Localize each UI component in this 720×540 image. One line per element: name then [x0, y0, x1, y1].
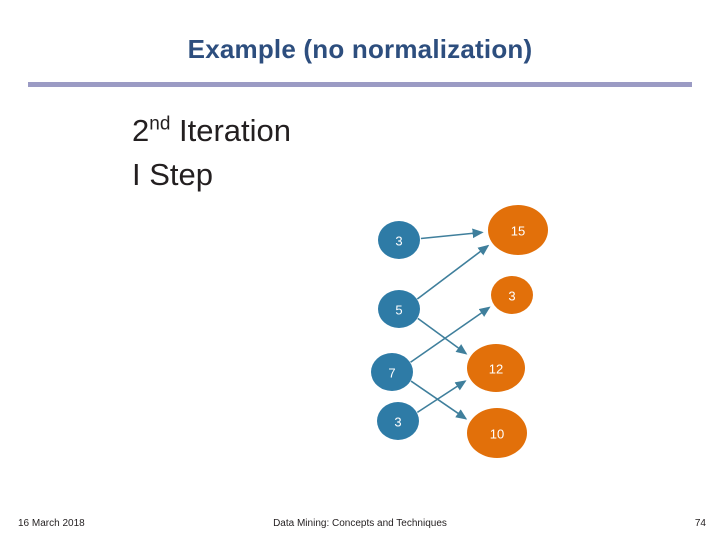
node-label: 5: [395, 303, 402, 318]
diagram-node-right-2: 12: [467, 344, 525, 392]
diagram-node-right-0: 15: [488, 205, 548, 255]
node-shape: [378, 290, 420, 328]
heading-iteration-ordinal-suffix: nd: [149, 113, 171, 135]
node-shape: [377, 402, 419, 440]
node-label: 15: [511, 224, 525, 239]
diagram-node-right-1: 3: [491, 276, 533, 314]
node-label: 7: [388, 366, 395, 381]
footer-center-text: Data Mining: Concepts and Techniques: [273, 518, 447, 529]
footer-page-number: 74: [694, 518, 706, 529]
node-layer: 3 5 7 3 15 3 12 10: [371, 205, 548, 458]
heading-iteration-number: 2: [132, 113, 150, 148]
heading-line-iteration: 2nd Iteration: [132, 112, 291, 150]
diagram-edge: [416, 380, 467, 414]
node-shape: [488, 205, 548, 255]
diagram-node-left-1: 5: [378, 290, 420, 328]
node-label: 3: [394, 415, 401, 430]
diagram-edge: [410, 380, 468, 420]
diagram-edge: [410, 306, 491, 363]
node-shape: [378, 221, 420, 259]
heading-iteration-word: Iteration: [170, 113, 292, 148]
diagram-node-left-3: 3: [377, 402, 419, 440]
node-shape: [371, 353, 413, 391]
node-label: 12: [489, 362, 503, 377]
diagram-node-right-3: 10: [467, 408, 527, 458]
title-divider: [28, 82, 692, 87]
heading-block: 2nd Iteration I Step: [132, 112, 291, 194]
node-label: 3: [395, 234, 402, 249]
node-label: 3: [508, 289, 515, 304]
edge-layer: [410, 228, 491, 420]
diagram-node-left-2: 7: [371, 353, 413, 391]
diagram-node-left-0: 3: [378, 221, 420, 259]
diagram-edge: [417, 317, 468, 355]
node-shape: [467, 408, 527, 458]
node-shape: [467, 344, 525, 392]
heading-line-step: I Step: [132, 157, 213, 192]
diagram-edge: [416, 244, 490, 300]
diagram-edge: [420, 228, 484, 240]
node-shape: [491, 276, 533, 314]
page-title: Example (no normalization): [187, 34, 533, 64]
footer-date: 16 March 2018: [18, 518, 85, 529]
node-label: 10: [490, 427, 504, 442]
